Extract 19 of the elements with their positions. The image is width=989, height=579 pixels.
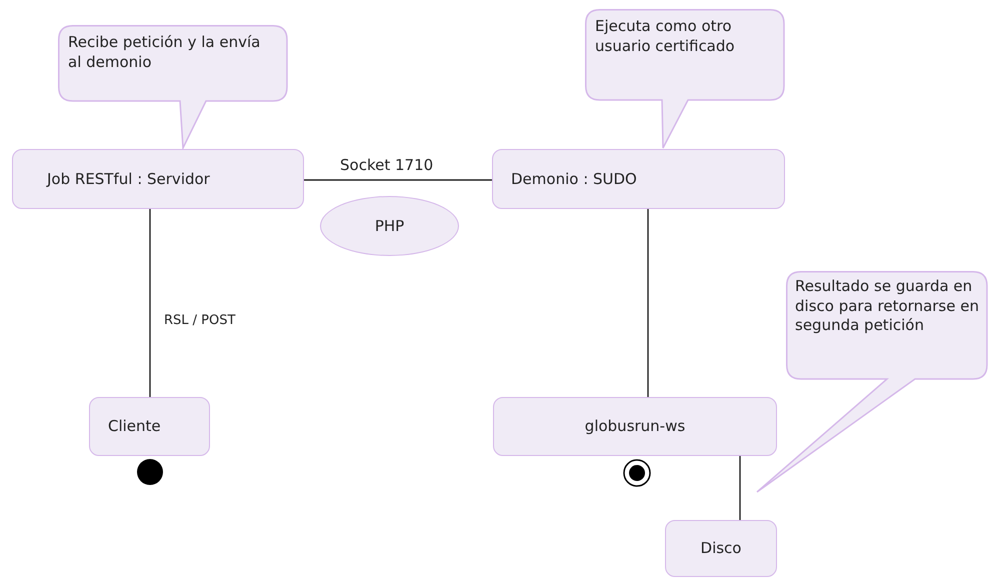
- state-box: [665, 520, 777, 577]
- connector-line: [304, 179, 492, 181]
- callout-text: Ejecuta como otro usuario certificado: [595, 17, 736, 56]
- state-box: [12, 149, 304, 209]
- state-box: [493, 397, 777, 456]
- callout-text: Recibe petición y la envía al demonio: [68, 33, 262, 72]
- connector-line: [647, 209, 649, 397]
- node-label: Demonio : SUDO: [511, 170, 637, 188]
- node-label: PHP: [374, 216, 404, 236]
- state-box: [89, 397, 210, 456]
- node-label: Cliente: [108, 417, 161, 436]
- state-box: [492, 149, 785, 209]
- edge-label: RSL / POST: [162, 313, 238, 328]
- connector-line: [739, 456, 741, 520]
- connector-line: [149, 209, 151, 397]
- node-label: globusrun-ws: [584, 417, 686, 436]
- node-label: Disco: [700, 539, 742, 558]
- node-label: Job RESTful : Servidor: [47, 170, 210, 188]
- callout-text: Resultado se guarda en disco para retornarse en segunda petición: [795, 277, 980, 336]
